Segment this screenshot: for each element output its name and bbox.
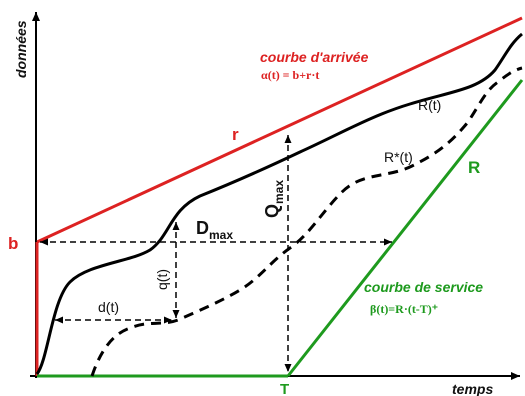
arrival-curve-formula: α(t) = b+r·t xyxy=(261,68,319,82)
qmax-label: Qmax xyxy=(262,180,286,218)
b-label: b xyxy=(8,234,18,253)
r-label: r xyxy=(232,125,239,144)
t-label: T xyxy=(280,381,289,396)
service-curve-name: courbe de service xyxy=(364,279,483,295)
dt-label: d(t) xyxy=(98,299,119,315)
service-curve-formula: β(t)=R·(t-T)⁺ xyxy=(370,302,438,316)
cumulative-arrival-curve xyxy=(35,32,523,375)
qt-label: q(t) xyxy=(154,269,170,290)
arrival-curve-name: courbe d'arrivée xyxy=(260,49,369,65)
rstar-label: R*(t) xyxy=(384,149,413,165)
y-axis-label: données xyxy=(13,20,29,78)
service-curve-line xyxy=(286,79,524,377)
rt-label: R(t) xyxy=(418,97,441,113)
arrival-curve-line xyxy=(36,16,523,244)
big-r-label: R xyxy=(468,158,480,177)
cumulative-departure-curve xyxy=(90,66,523,377)
x-axis-label: temps xyxy=(452,381,493,396)
dmax-label: Dmax xyxy=(196,218,233,242)
